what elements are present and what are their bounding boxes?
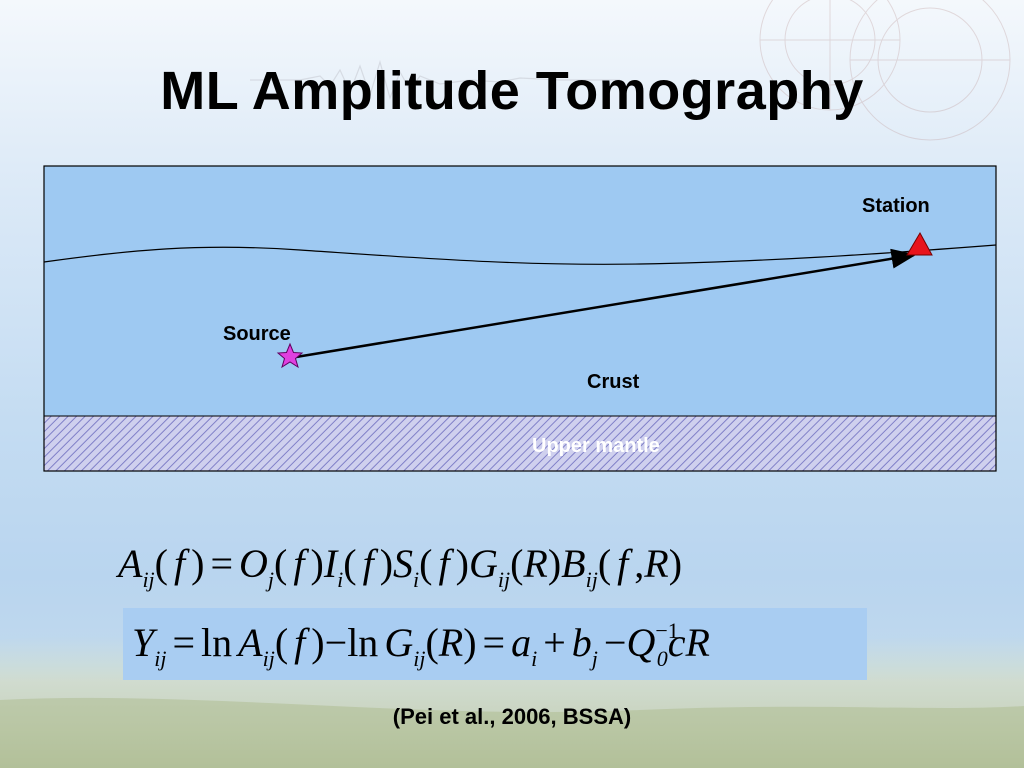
upper-mantle-layer [44, 416, 996, 471]
amplitude-equation: Aij(f)=Oj(f)Ii(f)Si(f)Gij(R)Bij(f,R) [118, 541, 683, 592]
surface-topography-line [43, 244, 997, 265]
ray-path-arrow [289, 248, 917, 360]
seismogram-decoration [250, 59, 620, 100]
slide-title: ML Amplitude Tomography [160, 61, 864, 121]
station-triangle-icon [906, 231, 933, 256]
source-star-icon [276, 342, 304, 369]
upper-mantle-label: Upper mantle [532, 435, 660, 457]
diagram-frame [43, 165, 997, 472]
station-label: Station [862, 195, 930, 217]
crust-label: Crust [587, 371, 640, 393]
equation-highlight-box [123, 608, 867, 680]
crust-layer [44, 166, 996, 416]
source-label: Source [223, 323, 291, 345]
citation: (Pei et al., 2006, BSSA) [392, 704, 632, 729]
circle-decoration [759, 0, 1011, 141]
